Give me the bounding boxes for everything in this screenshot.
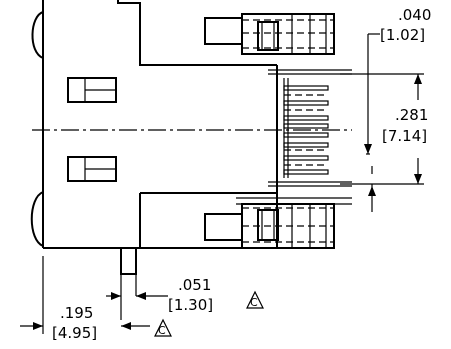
latch-window-bottom xyxy=(67,156,117,182)
dim-row-spacing: .281 [7.14] xyxy=(340,73,428,212)
dim-post-width: .051 [1.30] xyxy=(106,274,213,320)
dim-post-offset: .195 [4.95] xyxy=(20,256,150,342)
row-spacing-mm: [7.14] xyxy=(382,127,427,145)
dim-pin-pitch: .040 [1.02] xyxy=(364,6,431,155)
revision-mark-2: C xyxy=(158,324,166,337)
contact-pins xyxy=(268,69,352,187)
revision-triangle-2: C xyxy=(154,318,172,337)
pin-pitch-in: .040 xyxy=(398,6,431,24)
post-offset-in: .195 xyxy=(60,304,93,322)
revision-triangle-1: C xyxy=(246,290,264,309)
latch-window-top xyxy=(67,77,117,103)
mounting-post xyxy=(120,247,137,275)
top-led-block xyxy=(204,13,335,55)
pin-pitch-mm: [1.02] xyxy=(380,26,425,44)
revision-mark-1: C xyxy=(250,296,258,309)
left-bulges xyxy=(30,11,44,247)
post-width-mm: [1.30] xyxy=(168,296,213,314)
housing-outline xyxy=(42,0,278,249)
post-width-in: .051 xyxy=(178,276,211,294)
row-spacing-in: .281 xyxy=(395,106,428,124)
post-offset-mm: [4.95] xyxy=(52,324,97,342)
bottom-led-block xyxy=(204,197,352,249)
